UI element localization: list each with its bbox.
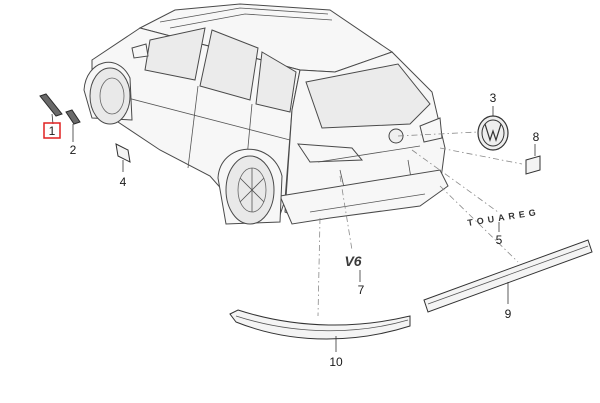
v6-badge-lettering: V6 bbox=[344, 253, 361, 269]
side-window-rear bbox=[255, 51, 297, 113]
tail-light-right bbox=[419, 117, 443, 143]
callout-3[interactable]: 3 bbox=[490, 91, 497, 105]
model-badge-lettering: TOUAREG bbox=[467, 207, 541, 228]
part-9-trim-strip-right[interactable] bbox=[423, 239, 593, 313]
vehicle-illustration bbox=[83, 3, 449, 225]
side-window-middle bbox=[199, 29, 259, 101]
part-4-plate[interactable] bbox=[115, 143, 131, 172]
callout-1[interactable]: 1 bbox=[49, 124, 56, 138]
callout-1-highlight-box bbox=[43, 122, 61, 139]
callout-2[interactable]: 2 bbox=[70, 143, 77, 157]
reference-lines bbox=[317, 131, 523, 317]
part-3-vw-emblem[interactable] bbox=[477, 106, 509, 151]
callout-9[interactable]: 9 bbox=[505, 307, 512, 321]
part-2-trim-strip[interactable] bbox=[65, 109, 81, 142]
rear-wheel bbox=[225, 155, 275, 225]
part-5-model-badge[interactable]: TOUAREG bbox=[467, 207, 541, 232]
callout-5[interactable]: 5 bbox=[496, 233, 503, 247]
part-7-v6-badge[interactable]: V6 bbox=[344, 253, 362, 282]
part-10-trim-strip-left[interactable] bbox=[229, 309, 411, 352]
callout-8[interactable]: 8 bbox=[533, 130, 540, 144]
side-window-front bbox=[144, 27, 206, 81]
callout-10[interactable]: 10 bbox=[329, 355, 343, 369]
callout-4[interactable]: 4 bbox=[120, 175, 127, 189]
callout-7[interactable]: 7 bbox=[358, 283, 365, 297]
rear-window bbox=[305, 63, 431, 129]
part-8-clip[interactable] bbox=[525, 144, 541, 175]
part-1-trim-strip[interactable] bbox=[39, 93, 63, 125]
